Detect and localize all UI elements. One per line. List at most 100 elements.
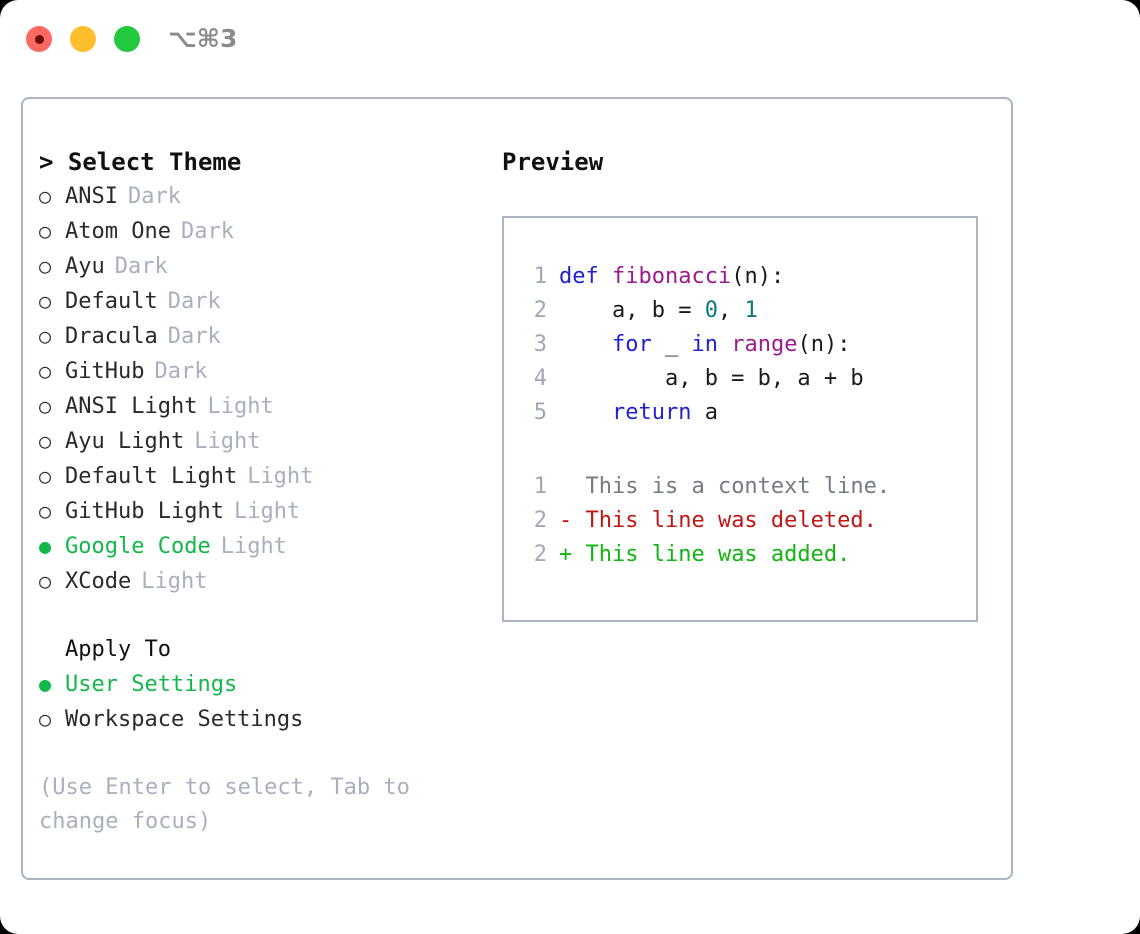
- theme-option-label: Default: [65, 289, 158, 314]
- code-token-kw: for: [611, 332, 652, 357]
- diff-line: 2- This line was deleted.: [517, 504, 890, 538]
- code-token-punc: (n):: [797, 332, 851, 357]
- theme-option-variant: Dark: [167, 324, 221, 349]
- select-theme-heading: > Select Theme: [39, 148, 242, 176]
- theme-option[interactable]: ○ ANSI Light Light: [39, 389, 479, 424]
- diff-sample: 1 This is a context line.2- This line wa…: [517, 470, 890, 572]
- diff-line-number: 1: [533, 474, 547, 499]
- apply-to-option[interactable]: ○ Workspace Settings: [39, 702, 479, 737]
- apply-to-list[interactable]: ●User Settings ○ Workspace Settings: [39, 667, 479, 737]
- theme-option-label: GitHub: [65, 359, 145, 384]
- radio-unselected-icon: ○: [39, 464, 52, 488]
- code-line: 2 a, b = 0, 1: [517, 294, 864, 328]
- apply-to-option-label: Workspace Settings: [65, 707, 304, 732]
- code-token-txt: [559, 400, 612, 425]
- code-line-text: a, b = 0, 1: [559, 294, 758, 328]
- radio-unselected-icon: ○: [39, 394, 52, 418]
- radio-unselected-icon: ○: [39, 324, 52, 348]
- keyboard-hint-text: (Use Enter to select, Tab to change focu…: [39, 775, 424, 834]
- radio-selected-icon: ●: [39, 534, 52, 558]
- apply-to-heading: Apply To: [65, 637, 171, 662]
- diff-line-text: This line was added.: [572, 542, 851, 567]
- diff-marker: +: [559, 542, 573, 567]
- diff-line-text: This line was deleted.: [572, 508, 877, 533]
- theme-option-label: Atom One: [65, 219, 171, 244]
- code-token-txt: [559, 332, 612, 357]
- code-line: 5 return a: [517, 396, 864, 430]
- theme-option-variant: Light: [233, 499, 301, 524]
- code-line-text: def fibonacci(n):: [559, 260, 784, 294]
- apply-to-option-label: User Settings: [65, 672, 238, 697]
- code-line: 4 a, b = b, a + b: [517, 362, 864, 396]
- radio-unselected-icon: ○: [39, 707, 52, 731]
- code-token-txt: _: [651, 332, 692, 357]
- keyboard-shortcut-label: ⌥⌘3: [168, 24, 238, 53]
- code-token-txt: [718, 332, 731, 357]
- code-token-num: 0: [704, 298, 718, 323]
- theme-option-label: Default Light: [65, 464, 238, 489]
- code-token-txt: a, b =: [559, 298, 705, 323]
- code-token-kw: in: [691, 332, 718, 357]
- code-token-fn: fibonacci: [611, 264, 732, 289]
- theme-option-variant: Light: [207, 394, 274, 419]
- theme-option-label: XCode: [65, 569, 132, 594]
- radio-unselected-icon: ○: [39, 359, 52, 383]
- theme-option-variant: Light: [220, 534, 287, 559]
- code-token-num: 1: [744, 298, 758, 323]
- radio-unselected-icon: ○: [39, 499, 52, 523]
- code-token-txt: ,: [717, 298, 745, 323]
- code-token-txt: a, b = b, a + b: [559, 366, 864, 391]
- apply-to-option[interactable]: ●User Settings: [39, 667, 479, 702]
- theme-option-variant: Dark: [154, 359, 208, 384]
- theme-option[interactable]: ○ GitHub Dark: [39, 354, 479, 389]
- diff-line: 2 + This line was added.: [517, 538, 890, 572]
- preview-heading: Preview: [502, 148, 604, 176]
- code-token-punc: (n):: [731, 264, 785, 289]
- diff-marker: -: [559, 508, 573, 533]
- theme-option[interactable]: ○ GitHub Light Light: [39, 494, 479, 529]
- radio-unselected-icon: ○: [39, 569, 52, 593]
- code-token-fn: range: [731, 332, 798, 357]
- code-line-number: 1: [533, 264, 547, 289]
- theme-option-variant: Dark: [127, 184, 181, 209]
- theme-option-label: Google Code: [65, 534, 211, 559]
- theme-option[interactable]: ○ Dracula Dark: [39, 319, 479, 354]
- theme-option-variant: Dark: [114, 254, 168, 279]
- theme-option[interactable]: ○ Default Light Light: [39, 459, 479, 494]
- theme-option-label: Dracula: [65, 324, 158, 349]
- radio-unselected-icon: ○: [39, 254, 52, 278]
- zoom-button[interactable]: [114, 26, 140, 52]
- diff-line-number: 2: [533, 542, 547, 567]
- theme-option[interactable]: ● Google Code Light: [39, 529, 479, 564]
- theme-option-variant: Light: [194, 429, 261, 454]
- code-line: 1 def fibonacci(n):: [517, 260, 864, 294]
- window-controls: [26, 26, 140, 52]
- theme-option[interactable]: ○ XCode Light: [39, 564, 479, 599]
- code-line-number: 2: [533, 298, 547, 323]
- close-button[interactable]: [26, 26, 52, 52]
- diff-line: 1 This is a context line.: [517, 470, 890, 504]
- code-line-number: 4: [533, 366, 547, 391]
- theme-option-label: ANSI Light: [65, 394, 198, 419]
- minimize-button[interactable]: [70, 26, 96, 52]
- theme-option-label: GitHub Light: [65, 499, 224, 524]
- radio-unselected-icon: ○: [39, 429, 52, 453]
- radio-unselected-icon: ○: [39, 289, 52, 313]
- theme-option-variant: Light: [247, 464, 314, 489]
- theme-option-variant: Light: [141, 569, 208, 594]
- code-line-text: a, b = b, a + b: [559, 362, 864, 396]
- code-token-kw: def: [559, 264, 612, 289]
- diff-marker: [559, 470, 572, 504]
- theme-option-label: ANSI: [65, 184, 118, 209]
